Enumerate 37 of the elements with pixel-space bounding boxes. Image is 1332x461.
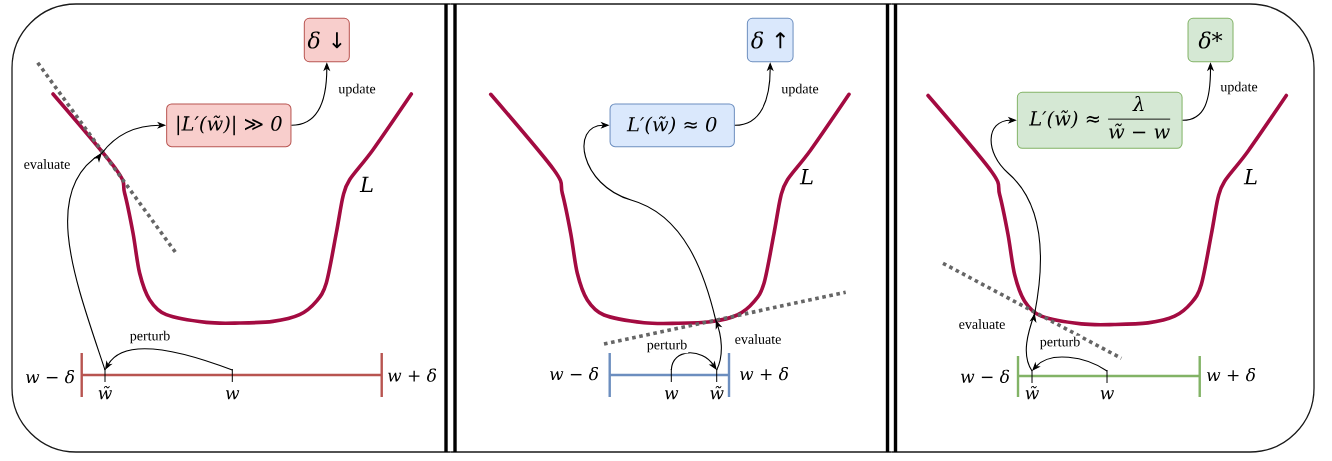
arrow: [1032, 356, 1108, 372]
arrow: [105, 348, 233, 371]
edge-label: update: [1219, 80, 1259, 96]
formula-box: L′(w̃) ≈ λ w̃ − w: [1016, 91, 1183, 149]
curve-label: L: [1243, 169, 1257, 185]
panel-frame: [449, 3, 893, 453]
formula-box: L′(w̃) ≈ 0: [609, 103, 735, 148]
arrow: [990, 116, 1042, 372]
endpoint-label: w − δ: [550, 367, 599, 381]
edge-label: perturb: [645, 338, 689, 354]
endpoint-label: w − δ: [26, 370, 75, 384]
edge-label: update: [337, 82, 377, 98]
endpoint-label: w + δ: [740, 367, 789, 381]
endpoint-label: w + δ: [1207, 368, 1256, 382]
result-box: δ ↓: [303, 17, 350, 63]
result-box: δ ↑: [746, 17, 794, 63]
curve-label: L: [359, 176, 373, 192]
tick-label: w: [665, 390, 679, 400]
arrow: [670, 352, 717, 371]
tick-label: w: [1100, 390, 1114, 400]
tick-label: w̃: [98, 386, 112, 400]
panel-frame: [11, 3, 452, 453]
edge-label: evaluate: [22, 158, 72, 170]
edge-label: perturb: [1038, 335, 1082, 351]
tick-label: w̃: [1025, 386, 1039, 400]
edge-label: evaluate: [957, 318, 1007, 330]
tick-label: w: [226, 390, 240, 400]
panel-frame: [890, 3, 1315, 453]
endpoint-label: w − δ: [961, 369, 1010, 383]
edge-label: evaluate: [733, 333, 783, 345]
tick-label: w̃: [710, 386, 724, 400]
edge-label: update: [780, 82, 820, 98]
result-box: δ*: [1187, 17, 1234, 63]
endpoint-label: w + δ: [388, 368, 437, 382]
curve-label: L: [799, 169, 813, 185]
edge-label: perturb: [128, 329, 172, 345]
formula-box: |L′(w̃)| ≫ 0: [166, 103, 292, 148]
